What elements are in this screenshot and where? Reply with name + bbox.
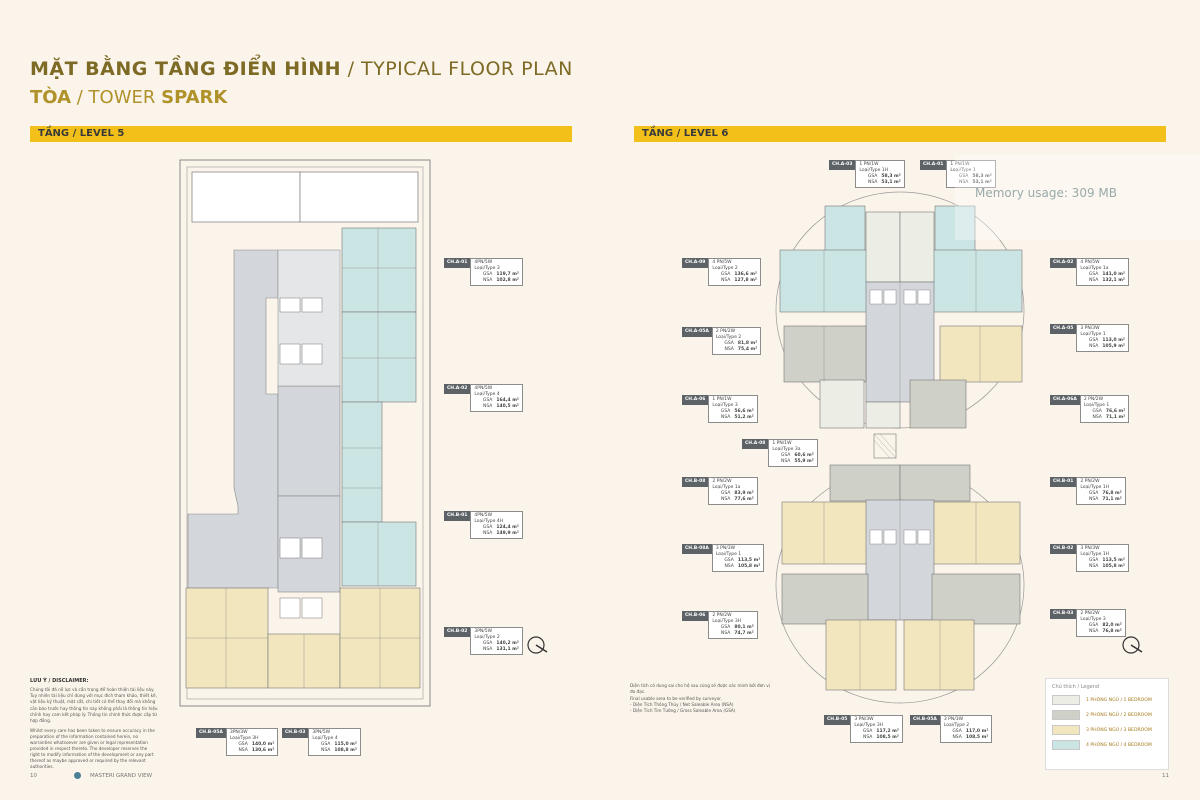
page-number-left: 10 xyxy=(30,773,37,779)
level5-header: TẦNG / LEVEL 5 xyxy=(30,126,572,142)
level6-floor-plan xyxy=(775,191,1025,704)
compass-icon xyxy=(1122,636,1143,654)
legend-item-4-bedroom: 4 PHÒNG NGỦ / 4 BEDROOM xyxy=(1052,740,1162,750)
compass-icon xyxy=(527,636,548,654)
area-note: Diện tích có dung sai cho hệ sau cùng sẽ… xyxy=(630,683,770,714)
legend-item-1-bedroom: 1 PHÒNG NGỦ / 1 BEDROOM xyxy=(1052,695,1162,705)
page-title: MẶT BẰNG TẦNG ĐIỂN HÌNH / TYPICAL FLOOR … xyxy=(30,58,573,80)
footer-dot-icon xyxy=(74,772,81,779)
footer-brand: MASTERI GRAND VIEW xyxy=(90,773,153,779)
disclaimer: LƯU Ý / DISCLAIMER: Chúng tôi đã nỗ lực … xyxy=(30,678,158,770)
page-number-right: 11 xyxy=(1162,773,1169,779)
memory-overlay xyxy=(955,155,1200,240)
level6-header: TẦNG / LEVEL 6 xyxy=(634,126,1166,142)
legend: Chú thích / Legend 1 PHÒNG NGỦ / 1 BEDRO… xyxy=(1045,678,1169,770)
page-subtitle: TÒA / TOWER SPARK xyxy=(30,87,228,108)
memory-usage-text: Memory usage: 309 MB xyxy=(975,186,1117,200)
legend-item-2-bedroom: 2 PHÒNG NGỦ / 2 BEDROOM xyxy=(1052,710,1162,720)
legend-item-3-bedroom: 3 PHÒNG NGỦ / 3 BEDROOM xyxy=(1052,725,1162,735)
level5-floor-plan xyxy=(179,159,431,707)
